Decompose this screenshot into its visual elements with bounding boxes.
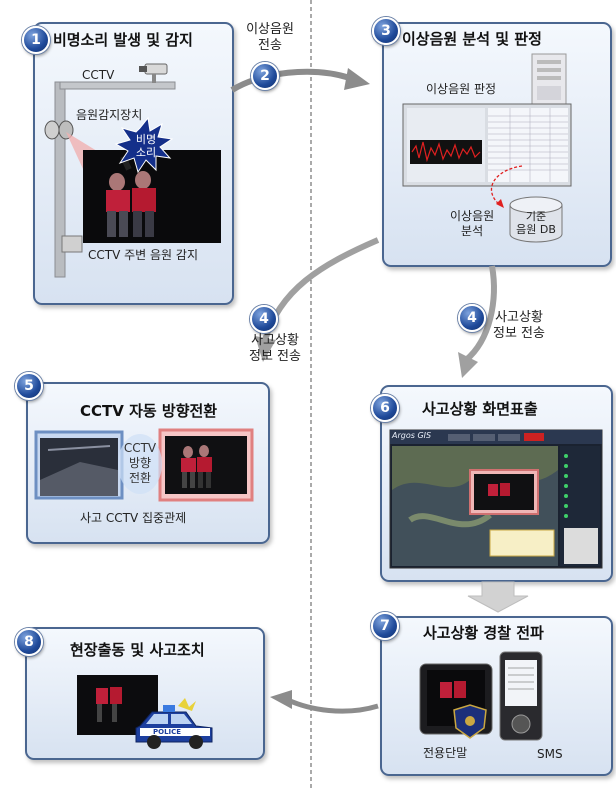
step7-panel <box>380 616 613 776</box>
scream-burst-icon <box>114 116 174 174</box>
sensor-label: 음원감지장치 <box>76 108 143 122</box>
arrow-6-to-7 <box>467 581 529 613</box>
step4-left-badge: 4 <box>250 305 278 333</box>
sound-sensor-icon <box>44 120 74 140</box>
app-name: Argos GIS <box>392 431 432 440</box>
step6-badge: 6 <box>371 394 399 422</box>
police-badge-icon <box>453 704 487 739</box>
step1-title: 비명소리 발생 및 감지 <box>53 31 193 49</box>
step1-badge: 1 <box>22 26 50 54</box>
step5-title: CCTV 자동 방향전환 <box>80 402 218 420</box>
step4-right-badge: 4 <box>458 304 486 332</box>
police-car-icon <box>135 698 213 749</box>
step2-badge: 2 <box>251 62 279 90</box>
device-label: 전용단말 <box>423 746 468 760</box>
arrow-7-to-8 <box>286 697 379 714</box>
step5-badge: 5 <box>15 372 43 400</box>
police-text: POLICE <box>153 728 182 736</box>
analysis-monitor-icon <box>402 103 572 187</box>
step8-badge: 8 <box>15 628 43 656</box>
cctv-label: CCTV <box>82 68 115 82</box>
arrow-1-to-3 <box>230 68 351 93</box>
step6-title: 사고상황 화면표출 <box>422 400 538 418</box>
step3-badge: 3 <box>372 17 400 45</box>
database-icon <box>509 196 563 243</box>
step7-title: 사고상황 경찰 전파 <box>423 624 544 642</box>
phone-icon <box>499 651 543 741</box>
step3-title: 이상음원 분석 및 판정 <box>402 30 542 48</box>
cctv-camera-icon <box>139 63 168 83</box>
sms-label: SMS <box>537 747 563 761</box>
step8-title: 현장출동 및 사고조치 <box>70 641 205 659</box>
step7-badge: 7 <box>371 612 399 640</box>
arrow-3-to-6 <box>463 265 497 363</box>
step5-caption: 사고 CCTV 집중관제 <box>80 511 187 525</box>
judge-label: 이상음원 판정 <box>426 82 497 96</box>
arrow-3-to-5 <box>262 237 380 341</box>
step1-caption: CCTV 주변 음원 감지 <box>88 248 198 262</box>
server-icon <box>531 53 567 107</box>
